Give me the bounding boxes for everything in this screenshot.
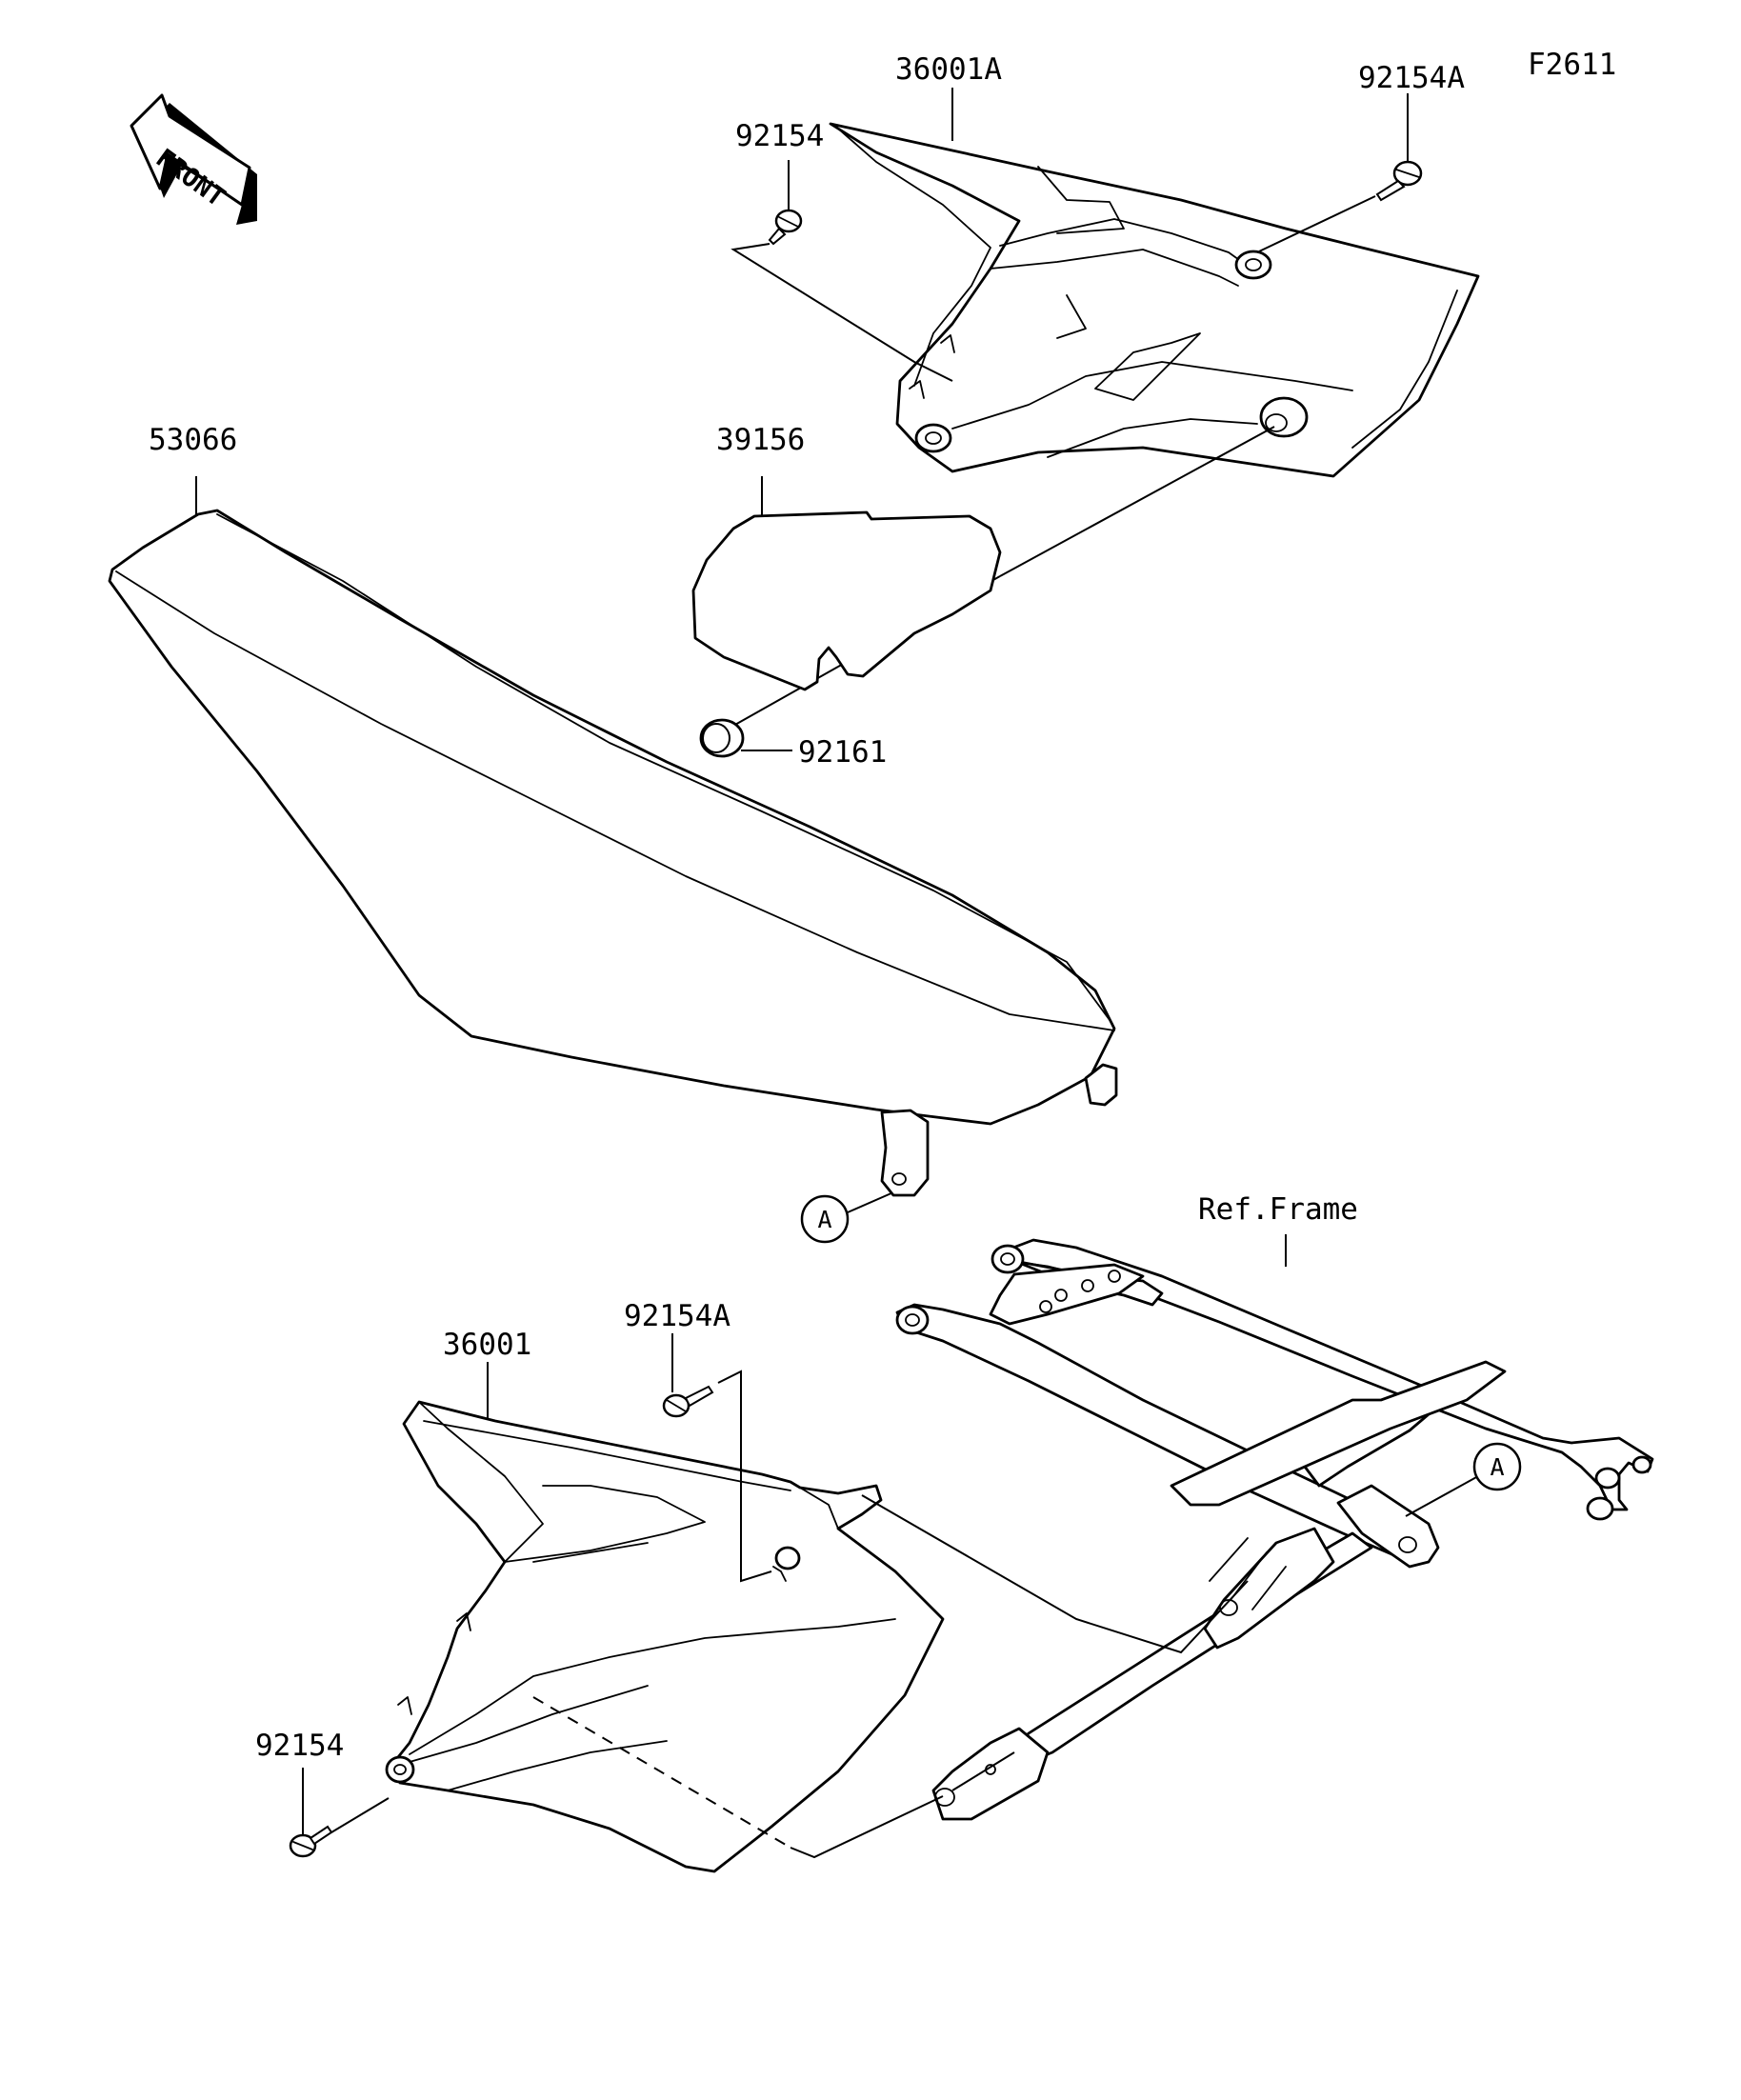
label-bolt-top-left: 92154 [735,119,824,153]
label-bolt-top-right: 92154A [1358,61,1465,95]
label-damper: 92161 [798,735,887,770]
reference-a-bottom: A [1405,1442,1522,1517]
side-cover-left [385,1400,945,1873]
bolt-top-left-icon [768,209,803,246]
label-side-cover-left: 36001 [443,1328,531,1362]
label-seat: 53066 [149,423,237,457]
side-cover-right [829,122,1480,478]
seat [108,509,1118,1197]
label-frame-reference: Ref.Frame [1198,1192,1358,1227]
figure-code: F2611 [1528,48,1616,82]
label-side-cover-right: 36001A [895,52,1002,87]
reference-a-top: A [800,1194,850,1244]
bolt-bottom-top-icon [662,1385,714,1418]
reference-a-bottom-label: A [1490,1453,1504,1481]
reference-a-top-label: A [817,1206,831,1233]
front-arrow-icon: FRONT [130,93,257,225]
damper-icon [699,718,745,758]
leader-lines-bottom [302,1333,1249,1859]
label-bolt-bottom-top: 92154A [624,1299,730,1333]
pad [691,510,1002,691]
label-bolt-bottom-left: 92154 [255,1729,344,1763]
callout-labels: 36001A 92154 92154A 53066 39156 92161 Re… [149,52,1465,1763]
frame [895,1234,1654,1821]
bolt-bottom-left-icon [289,1825,333,1858]
label-pad: 39156 [716,423,805,457]
bolt-top-right-icon [1375,160,1423,202]
